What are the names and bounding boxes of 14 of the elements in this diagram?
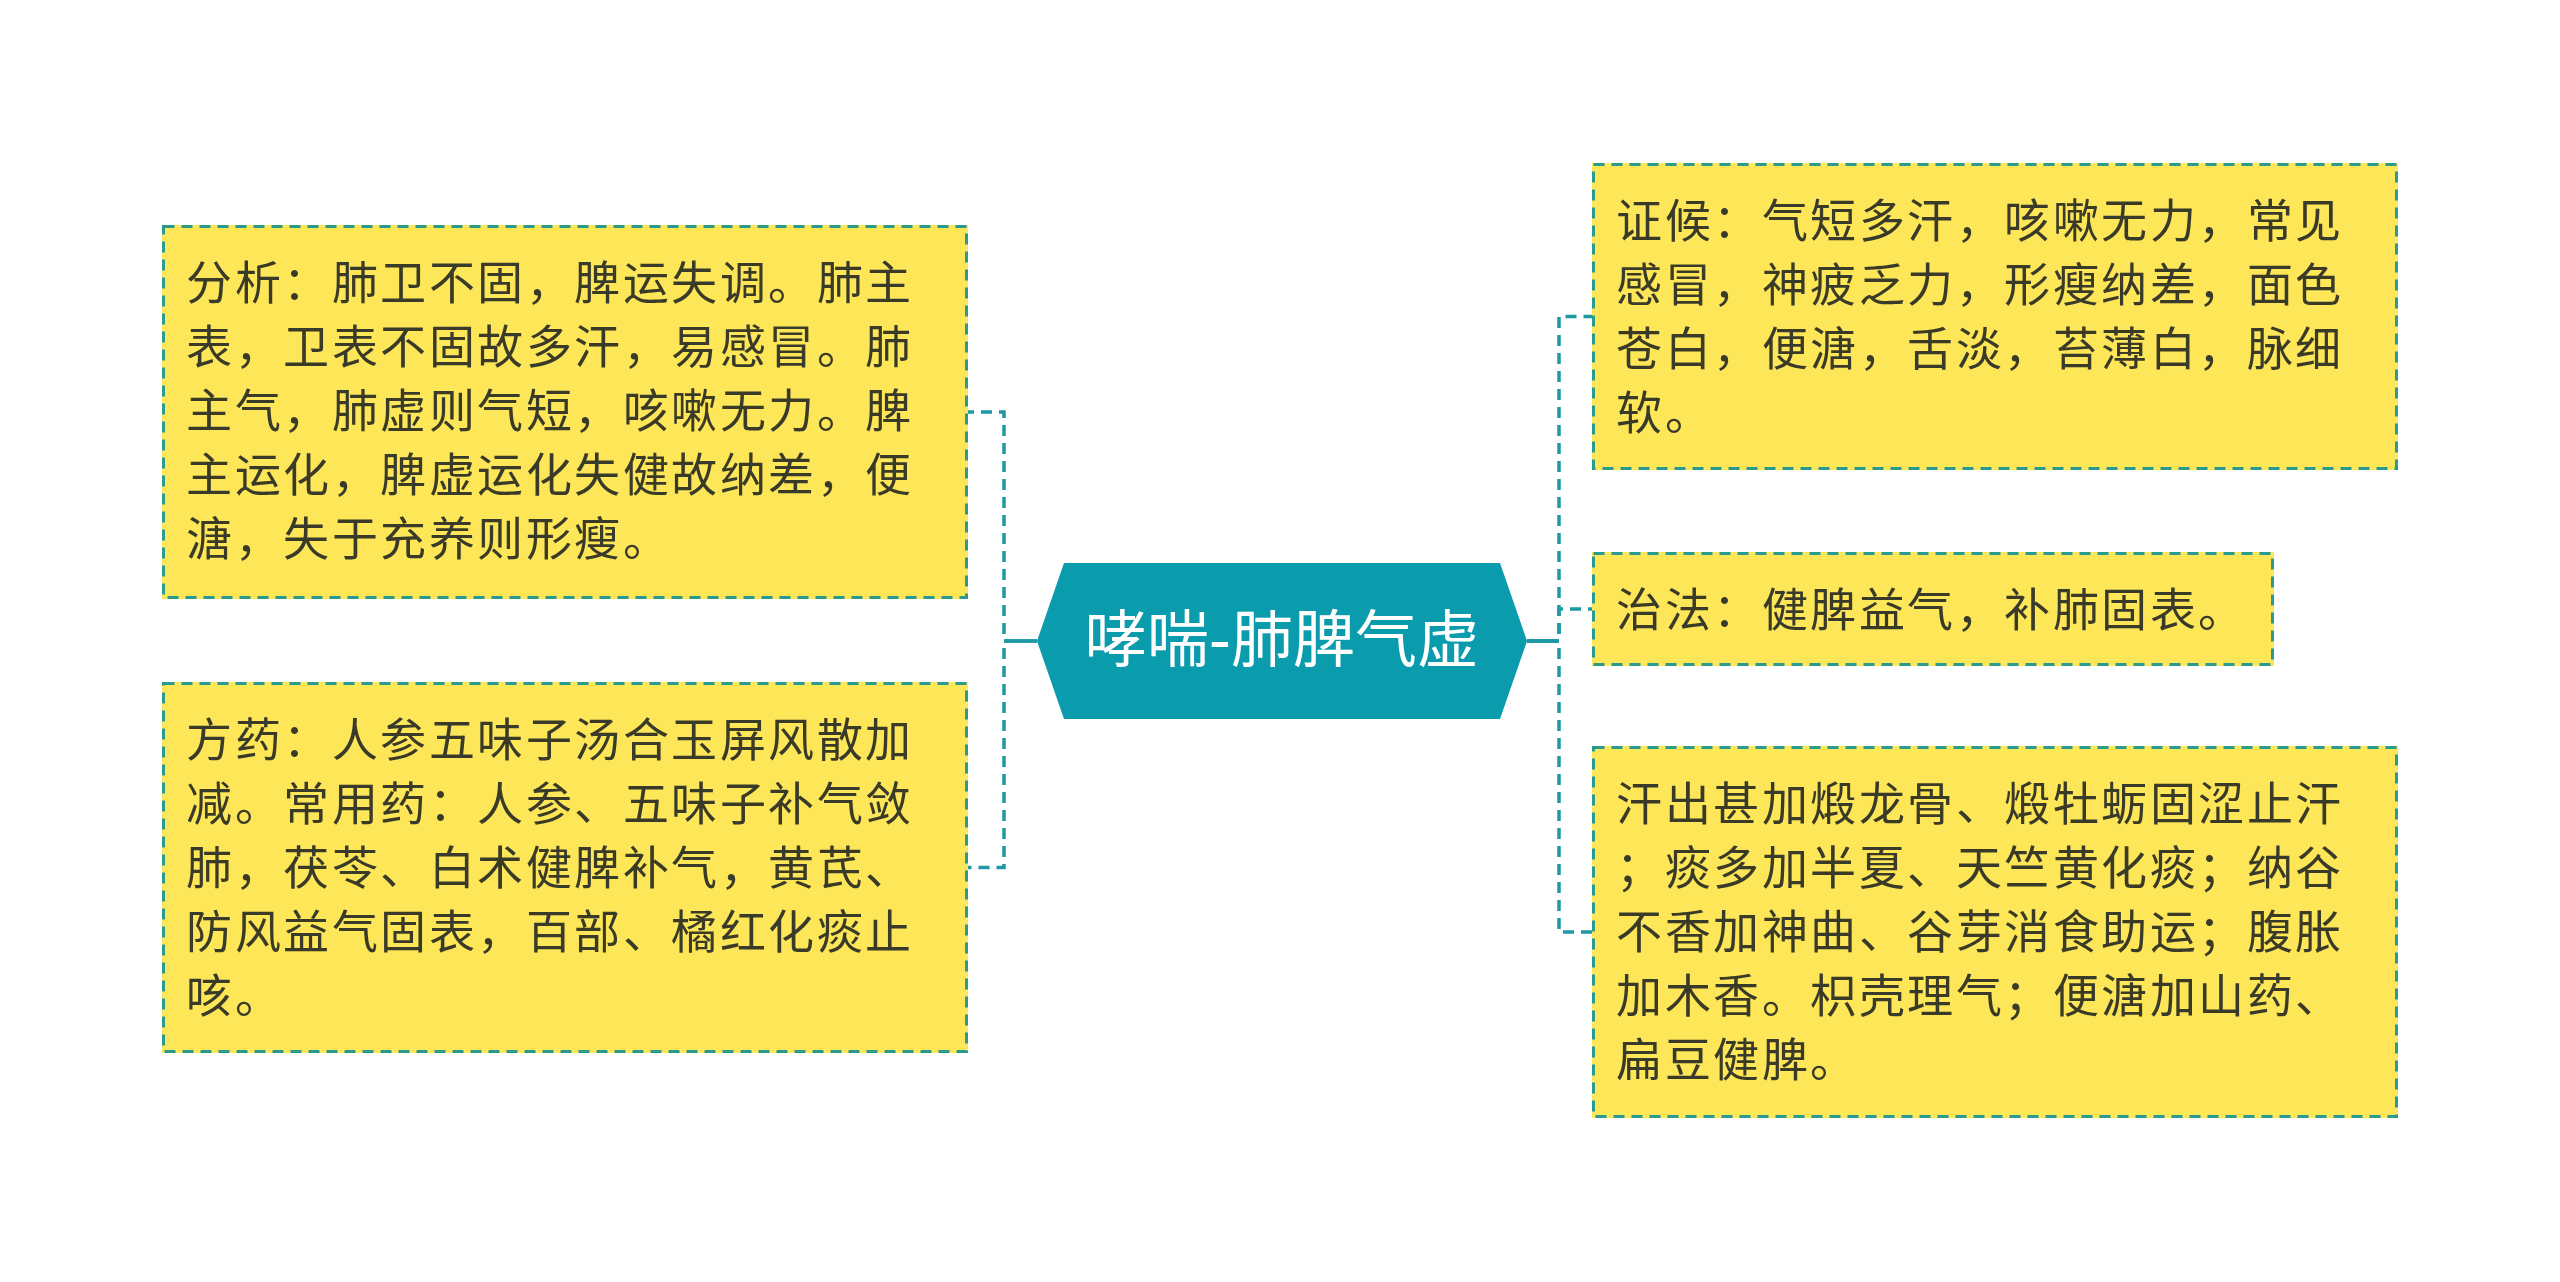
note-text: 分析：肺卫不固，脾运失调。肺主表，卫表不固故多汗，易感冒。肺主气，肺虚则气短，咳嗽无力。脾主运化，脾虚运化失健故纳差，便溏，失于充养则形瘦。 — [186, 255, 915, 568]
note-box — [162, 682, 968, 1053]
topic-title: 哮喘-肺脾气虚 — [1084, 606, 1480, 676]
note-box — [1592, 552, 2274, 666]
connector-line — [1527, 639, 1592, 934]
note-text: 证候：气短多汗，咳嗽无力，常见感冒，神疲乏力，形瘦纳差，面色苍白，便溏，舌淡，苔薄白，脉细软。 — [1616, 193, 2345, 442]
note-box — [1592, 746, 2398, 1118]
note-box — [1592, 163, 2398, 470]
note-box — [162, 225, 968, 599]
note-text: 汗出甚加煅龙骨、煅牡蛎固涩止汗；痰多加半夏、天竺黄化痰；纳谷不香加神曲、谷芽消食助运；腹胀加木香。枳壳理气；便溏加山药、扁豆健脾。 — [1616, 776, 2345, 1089]
note-text: 方药：人参五味子汤合玉屏风散加减。常用药：人参、五味子补气敛肺，茯苓、白术健脾补气，黄芪、防风益气固表，百部、橘红化痰止咳。 — [186, 712, 915, 1025]
note-text: 治法：健脾益气，补肺固表。 — [1616, 582, 2248, 639]
topic-hexagon — [1037, 563, 1527, 719]
connector-line — [968, 639, 1037, 870]
